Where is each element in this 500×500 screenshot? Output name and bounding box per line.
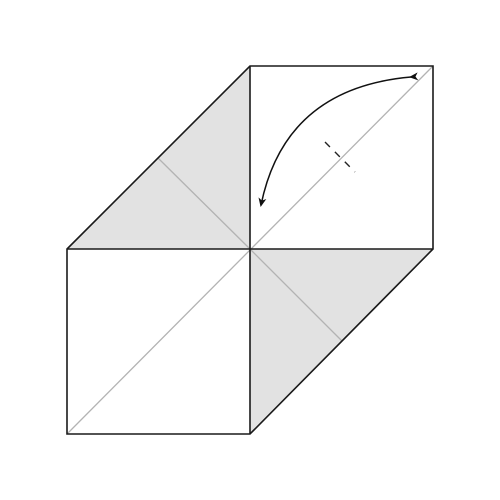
crease-upper-left [157, 157, 251, 250]
crease-lower-right [249, 248, 343, 342]
curved-double-arrow-icon [258, 72, 419, 207]
